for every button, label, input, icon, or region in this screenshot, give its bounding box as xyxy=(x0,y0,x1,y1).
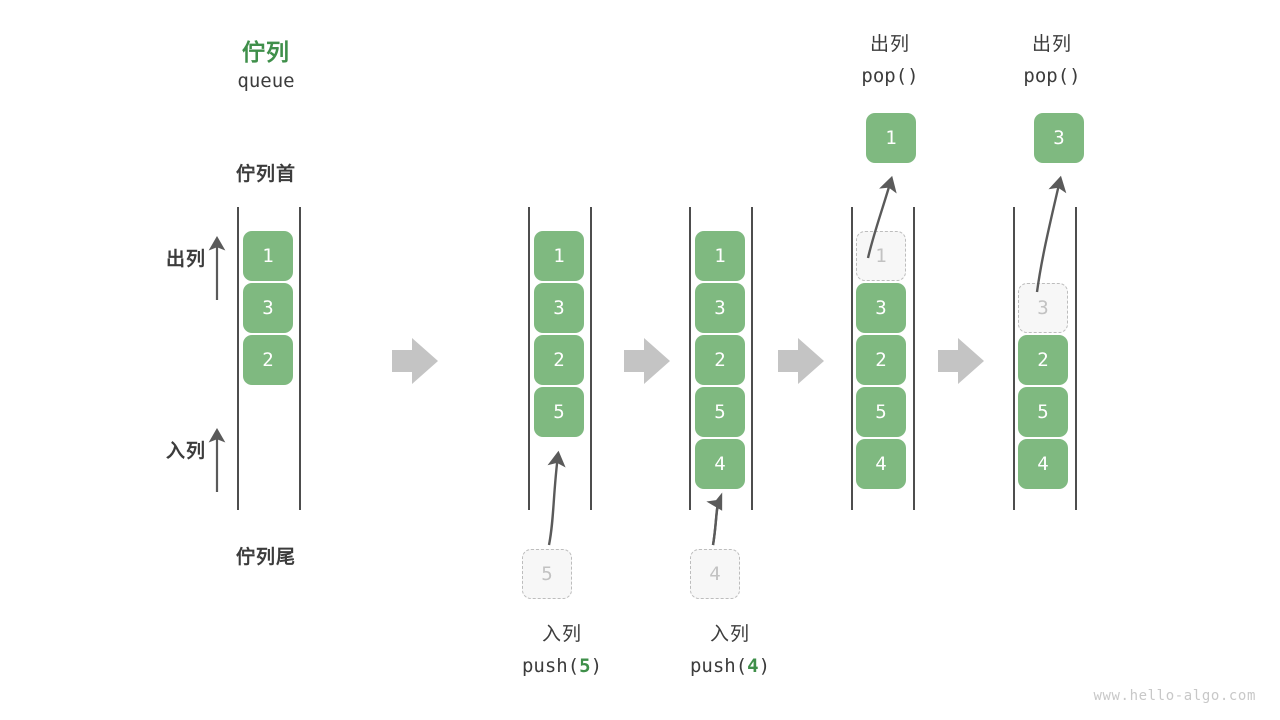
flow-arrow-right-icon xyxy=(392,338,438,384)
queue-rail-left xyxy=(851,207,853,510)
push-code-suffix: ) xyxy=(590,654,603,677)
pop-3-arrow xyxy=(1035,175,1067,293)
queue-item: 5 xyxy=(856,387,906,437)
flow-arrow-right-icon xyxy=(938,338,984,384)
flow-arrow-right-icon xyxy=(624,338,670,384)
push-code-suffix: ) xyxy=(758,654,771,677)
queue-item: 2 xyxy=(534,335,584,385)
push-code-value: 5 xyxy=(579,654,591,677)
queue-item: 4 xyxy=(856,439,906,489)
queue-item: 1 xyxy=(534,231,584,281)
push-caption-code: push(5) xyxy=(477,651,647,682)
queue-item: 4 xyxy=(695,439,745,489)
queue-item: 2 xyxy=(695,335,745,385)
popped-element: 1 xyxy=(866,113,916,163)
popped-element: 3 xyxy=(1034,113,1084,163)
enqueue-direction-label: 入列 xyxy=(165,441,206,462)
queue-rail-left xyxy=(689,207,691,510)
push-code-value: 4 xyxy=(747,654,759,677)
queue-rail-right xyxy=(913,207,915,510)
incoming-element: 4 xyxy=(690,549,740,599)
queue-item: 2 xyxy=(856,335,906,385)
queue-item: 5 xyxy=(534,387,584,437)
pop-caption-code: pop() xyxy=(1023,64,1081,87)
queue-item-removed: 3 xyxy=(1018,283,1068,333)
queue-rail-right xyxy=(1075,207,1077,510)
queue-rail-left xyxy=(237,207,239,510)
queue-title-cn: 佇列 xyxy=(242,39,290,65)
push-4-arrow xyxy=(706,492,723,546)
pop-caption-cn: 出列 xyxy=(869,34,910,55)
queue-item: 3 xyxy=(695,283,745,333)
queue-item: 2 xyxy=(1018,335,1068,385)
push-4-caption: 入列 push(4) xyxy=(645,620,815,682)
queue-item-removed: 1 xyxy=(856,231,906,281)
push-caption-cn: 入列 xyxy=(541,624,582,645)
queue-rail-right xyxy=(299,207,301,510)
dequeue-direction-label: 出列 xyxy=(165,249,206,270)
incoming-element: 5 xyxy=(522,549,572,599)
push-caption-cn: 入列 xyxy=(709,624,750,645)
queue-rail-left xyxy=(1013,207,1015,510)
queue-item: 1 xyxy=(243,231,293,281)
queue-item: 1 xyxy=(695,231,745,281)
push-5-caption: 入列 push(5) xyxy=(477,620,647,682)
pop-caption-cn: 出列 xyxy=(1031,34,1072,55)
flow-arrow-right-icon xyxy=(778,338,824,384)
queue-item: 4 xyxy=(1018,439,1068,489)
queue-title-en: queue xyxy=(237,70,295,92)
pop-1-caption: 出列 pop() xyxy=(805,30,975,92)
pop-3-caption: 出列 pop() xyxy=(967,30,1137,92)
push-code-prefix: push( xyxy=(521,654,580,677)
watermark: www.hello-algo.com xyxy=(1093,688,1256,704)
push-code-prefix: push( xyxy=(689,654,748,677)
push-5-arrow xyxy=(547,450,566,546)
queue-item: 5 xyxy=(1018,387,1068,437)
queue-tail-label: 佇列尾 xyxy=(235,547,296,568)
queue-head-label: 佇列首 xyxy=(235,164,296,185)
queue-item: 3 xyxy=(243,283,293,333)
queue-rail-right xyxy=(590,207,592,510)
push-caption-code: push(4) xyxy=(645,651,815,682)
queue-item: 2 xyxy=(243,335,293,385)
queue-item: 3 xyxy=(856,283,906,333)
queue-item: 5 xyxy=(695,387,745,437)
queue-rail-right xyxy=(751,207,753,510)
queue-item: 3 xyxy=(534,283,584,333)
queue-rail-left xyxy=(528,207,530,510)
pop-caption-code: pop() xyxy=(861,64,919,87)
